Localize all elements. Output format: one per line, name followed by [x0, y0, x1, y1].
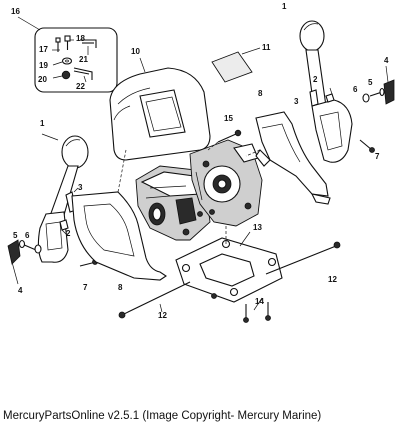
- callout-10: 10: [131, 47, 140, 56]
- callout-4-left: 4: [18, 286, 23, 295]
- callout-12-left: 12: [158, 311, 167, 320]
- callout-18: 18: [76, 34, 85, 43]
- callout-20: 20: [38, 75, 47, 84]
- callout-2-left: 2: [66, 229, 71, 238]
- callout-22: 22: [76, 82, 85, 91]
- control-housing-part: [189, 139, 263, 227]
- gearbox-housing-part: [135, 165, 211, 241]
- callout-14: 14: [255, 297, 264, 306]
- exploded-parts-diagram: 16 17 18 19 20 21 22 10 11 1 1 2 3 4 5 6…: [7, 2, 395, 323]
- right-bracket-cover-part: [245, 111, 331, 205]
- long-bolts-part: [118, 241, 341, 319]
- left-handle-part: [37, 133, 89, 263]
- small-screws-part: [243, 297, 271, 323]
- callout-6-left: 6: [25, 231, 30, 240]
- callout-1-right: 1: [282, 2, 287, 11]
- callout-2-right: 2: [313, 75, 318, 84]
- left-side-cover-part: [71, 149, 167, 281]
- callout-8-left: 8: [118, 283, 123, 292]
- callout-5-left: 5: [13, 231, 18, 240]
- callout-12-right: 12: [328, 275, 337, 284]
- callout-3-right: 3: [294, 97, 299, 106]
- callout-5-right: 5: [368, 78, 373, 87]
- right-handle-part: [299, 20, 353, 163]
- callout-4-right: 4: [384, 56, 389, 65]
- callout-1-left: 1: [40, 119, 45, 128]
- callout-6-right: 6: [353, 85, 358, 94]
- inset-hardware-group: [17, 16, 118, 93]
- callout-8-right: 8: [258, 89, 263, 98]
- callout-7-right: 7: [375, 152, 380, 161]
- callout-11: 11: [262, 43, 271, 52]
- callout-labels: 16 17 18 19 20 21 22 10 11 1 1 2 3 4 5 6…: [11, 2, 389, 320]
- base-plate-part: [175, 226, 283, 303]
- top-cover-part: [109, 57, 211, 161]
- callout-3-left: 3: [78, 183, 83, 192]
- callout-7-left: 7: [83, 283, 88, 292]
- callout-16: 16: [11, 7, 20, 16]
- screw-15-part: [207, 129, 242, 151]
- callout-15: 15: [224, 114, 233, 123]
- callout-19: 19: [39, 61, 48, 70]
- callout-13: 13: [253, 223, 262, 232]
- copyright-caption: MercuryPartsOnline v2.5.1 (Image Copyrig…: [3, 410, 322, 422]
- callout-17: 17: [39, 45, 48, 54]
- pad-part: [211, 47, 261, 83]
- right-small-parts: [309, 65, 395, 153]
- callout-21: 21: [79, 55, 88, 64]
